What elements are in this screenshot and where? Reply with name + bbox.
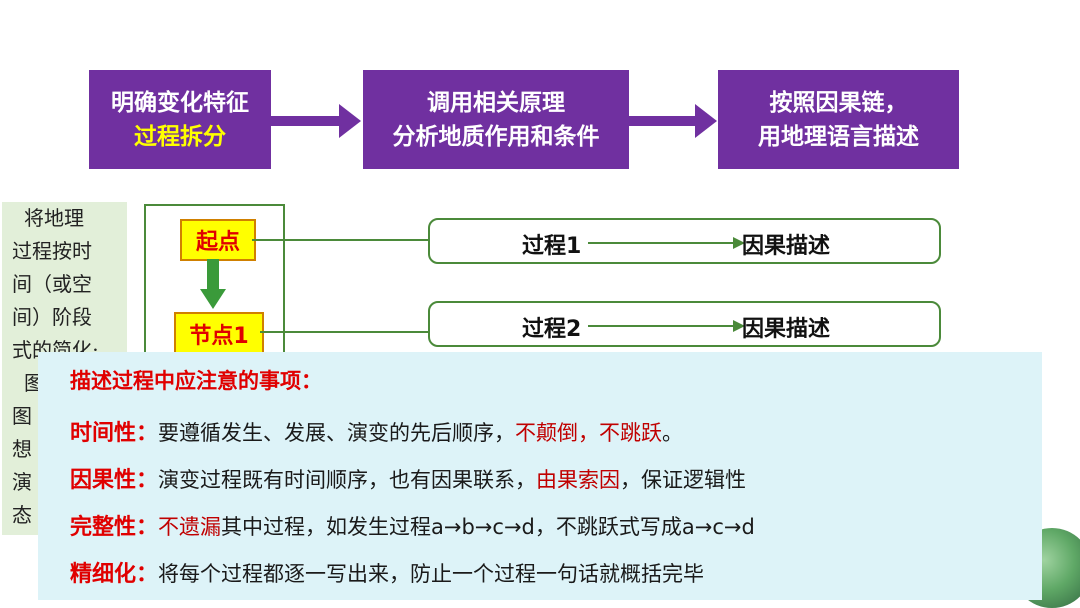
- flow-step-1: 明确变化特征 过程拆分: [89, 70, 271, 169]
- node-1: 节点1: [174, 312, 264, 356]
- flow-step-1-line1: 明确变化特征: [111, 89, 249, 116]
- notice-item-completeness: 完整性：不遗漏其中过程，如发生过程a→b→c→d，不跳跃式写成a→c→d: [70, 504, 1042, 551]
- notice-item-text: 将每个过程都逐一写出来，防止一个过程一句话就概括完毕: [158, 562, 705, 586]
- flow-step-3: 按照因果链， 用地理语言描述: [718, 70, 959, 169]
- process-1-result: 因果描述: [742, 234, 831, 259]
- flow-step-2: 调用相关原理 分析地质作用和条件: [363, 70, 629, 169]
- flow-step-3-line1: 按照因果链，: [769, 89, 908, 116]
- process-1-label: 过程1: [522, 234, 582, 259]
- notice-item-text: ，保证逻辑性: [620, 468, 747, 492]
- flow-step-2-line1: 调用相关原理: [427, 89, 565, 116]
- link-line-1: [252, 239, 428, 241]
- notice-item-text: 演变过程既有时间顺序，也有因果联系，: [158, 468, 537, 492]
- notice-panel: 描述过程中应注意的事项： 时间性：要遵循发生、发展、演变的先后顺序，不颠倒，不跳…: [38, 352, 1042, 600]
- down-arrow-icon: [200, 259, 226, 309]
- notice-item-emphasis: 由果索因: [536, 468, 621, 492]
- flow-step-3-line2: 用地理语言描述: [758, 123, 919, 150]
- flow-arrow-2: [629, 104, 717, 138]
- notice-item-emphasis: 不遗漏: [158, 515, 222, 539]
- notice-title: 描述过程中应注意的事项：: [70, 369, 322, 393]
- notice-item-label: 完整性：: [70, 515, 159, 540]
- node-start: 起点: [180, 219, 256, 261]
- notice-item-causality: 因果性：演变过程既有时间顺序，也有因果联系，由果索因，保证逻辑性: [70, 457, 1042, 504]
- arrow-right-icon: [588, 320, 745, 332]
- notice-item-text: 要遵循发生、发展、演变的先后顺序，: [158, 421, 516, 445]
- note-line: 间）阶段: [12, 305, 92, 329]
- notice-item-label: 精细化：: [70, 562, 159, 587]
- notice-item-label: 时间性：: [70, 421, 159, 446]
- note-line: 间（或空: [12, 272, 92, 296]
- notice-item-emphasis: 不颠倒，不跳跃: [515, 421, 663, 445]
- notice-item-text: 。: [662, 421, 684, 445]
- note-line: 图: [12, 404, 32, 428]
- arrow-right-icon: [588, 237, 745, 249]
- process-box-1: 过程1 因果描述: [428, 218, 941, 264]
- notice-item-text: 其中过程，如发生过程a→b→c→d，不跳跃式写成a→c→d: [221, 515, 755, 539]
- note-line: 态: [12, 503, 32, 527]
- process-2-label: 过程2: [522, 317, 582, 342]
- process-box-2: 过程2 因果描述: [428, 301, 941, 347]
- flow-arrow-1: [271, 104, 361, 138]
- note-line: 想: [12, 437, 32, 461]
- notice-item-detail: 精细化：将每个过程都逐一写出来，防止一个过程一句话就概括完毕: [70, 551, 1042, 598]
- link-line-2: [260, 331, 428, 333]
- flow-step-1-line2: 过程拆分: [134, 123, 226, 150]
- note-line: 过程按时: [12, 239, 92, 263]
- process-2-result: 因果描述: [742, 317, 831, 342]
- notice-item-time: 时间性：要遵循发生、发展、演变的先后顺序，不颠倒，不跳跃。: [70, 410, 1042, 457]
- note-line: 将地理: [24, 206, 84, 230]
- flow-step-2-line2: 分析地质作用和条件: [392, 123, 600, 150]
- note-line: 演: [12, 470, 32, 494]
- notice-item-label: 因果性：: [70, 468, 159, 493]
